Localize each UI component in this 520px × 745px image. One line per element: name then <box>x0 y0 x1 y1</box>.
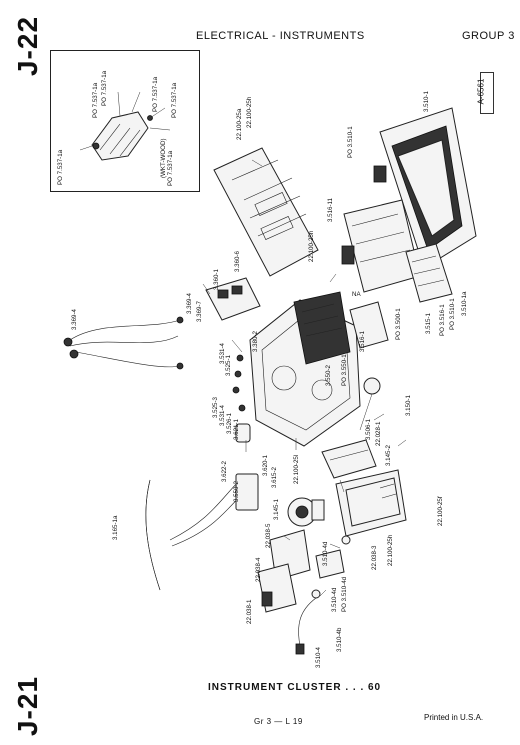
part-label: 22.038-3 <box>371 545 378 570</box>
tachometer-motor-drawing <box>287 497 325 527</box>
wiring-harness-drawing <box>63 316 184 370</box>
reference-box: A-6561 <box>476 72 494 114</box>
inset-label: PO 7.537-1a <box>92 82 99 118</box>
part-label: 3.369-4 <box>186 292 193 314</box>
part-label: PO 3.510-4d <box>341 576 348 612</box>
part-label: 3.145-2 <box>385 444 392 466</box>
part-label: 3.550-2 <box>325 364 332 386</box>
part-label: 3.369-4 <box>71 308 78 330</box>
part-label: 3.531-4 <box>219 342 226 364</box>
part-label: 3.620-1 <box>262 454 269 476</box>
part-label: 22.100-25h <box>246 96 253 128</box>
switch-unit-drawing <box>257 563 297 613</box>
part-label: 3.526-1 <box>226 412 233 434</box>
inset-label: PO 7.537-1a <box>152 76 159 112</box>
part-label: 3.510-4d <box>331 587 338 612</box>
footer-printed-note: Printed in U.S.A. <box>424 713 484 722</box>
footer-section-code: Gr 3 — L 19 <box>254 717 303 726</box>
part-label: 3.515-1 <box>425 312 432 334</box>
part-label: 3.510-4 <box>315 646 322 668</box>
part-label: NA <box>352 291 361 298</box>
part-label: 22.038-5 <box>265 523 272 548</box>
inset-switch-drawing <box>79 91 171 161</box>
part-label: 3.510-1a <box>461 291 468 316</box>
speedometer-drawing <box>321 301 389 479</box>
instrument-cover-drawing <box>213 147 319 277</box>
part-label: 3.165-1a <box>112 515 119 540</box>
part-label: 3.622-2 <box>221 460 228 482</box>
part-label: 3.150-1 <box>405 394 412 416</box>
part-label: 3.510-4d <box>322 541 329 566</box>
part-label: 3.145-1 <box>273 498 280 520</box>
part-label: 22.100-25l <box>293 455 300 484</box>
cable-plug-drawing <box>295 535 351 655</box>
part-label: PO 3.510-1 <box>347 126 354 158</box>
part-label: 22.028-1 <box>375 421 382 446</box>
part-label: 3.360-6 <box>234 250 241 272</box>
lens-drawing <box>405 243 453 303</box>
wiring-loom-drawing <box>145 473 259 591</box>
part-label: 3.510-4b <box>336 627 343 652</box>
inset-note: (WKT-WOOD) <box>160 138 167 178</box>
inset-detail-frame <box>50 50 200 192</box>
inset-label: PO 7.537-1a <box>57 149 64 185</box>
inset-label: PO 7.537-1a <box>171 82 178 118</box>
part-label: 3.506-1 <box>365 418 372 440</box>
part-label: 3.516-1 <box>359 330 366 352</box>
part-label: 3.615-2 <box>271 466 278 488</box>
part-label: 3.369-7 <box>196 300 203 322</box>
figure-caption: INSTRUMENT CLUSTER . . . 60 <box>208 682 382 693</box>
page-title: ELECTRICAL - INSTRUMENTS <box>196 30 365 42</box>
part-label: 3.360-1 <box>213 268 220 290</box>
part-label: 3.525-1 <box>225 354 232 376</box>
part-label: 3.550-2 <box>233 480 240 502</box>
part-label: 3.621-1 <box>233 418 240 440</box>
part-label: 22.038-4 <box>255 557 262 582</box>
inset-label: PO 7.537-1a <box>167 150 174 186</box>
group-label: GROUP 3 <box>462 30 515 42</box>
part-label: PO 3.516-1 <box>439 304 446 336</box>
part-label: 22.100-25h <box>387 534 394 566</box>
part-label: PO 3.510-1 <box>449 298 456 330</box>
part-label: 3.531-4 <box>219 404 226 426</box>
part-label: 3.525-3 <box>212 396 219 418</box>
regulator-drawing <box>205 277 261 321</box>
cluster-housing-drawing <box>249 291 361 447</box>
part-label: 3.510-1 <box>423 90 430 112</box>
part-label: 22.100-25a <box>236 108 243 140</box>
bezel-frame-drawing <box>373 107 477 269</box>
page-code-bottom: J-21 <box>12 675 44 737</box>
part-label: PO 3.550-1 <box>341 354 348 386</box>
part-label: 22.100-25f <box>437 496 444 526</box>
part-label: PO 3.500-1 <box>395 308 402 340</box>
gauge-box-drawing <box>335 469 407 537</box>
part-label: 22.100-25h <box>308 230 315 262</box>
inset-label: PO 7.537-1a <box>101 70 108 106</box>
part-label: 3.380-2 <box>252 330 259 352</box>
part-label: 3.516-11 <box>327 197 334 222</box>
part-label: 22.038-1 <box>246 599 253 624</box>
